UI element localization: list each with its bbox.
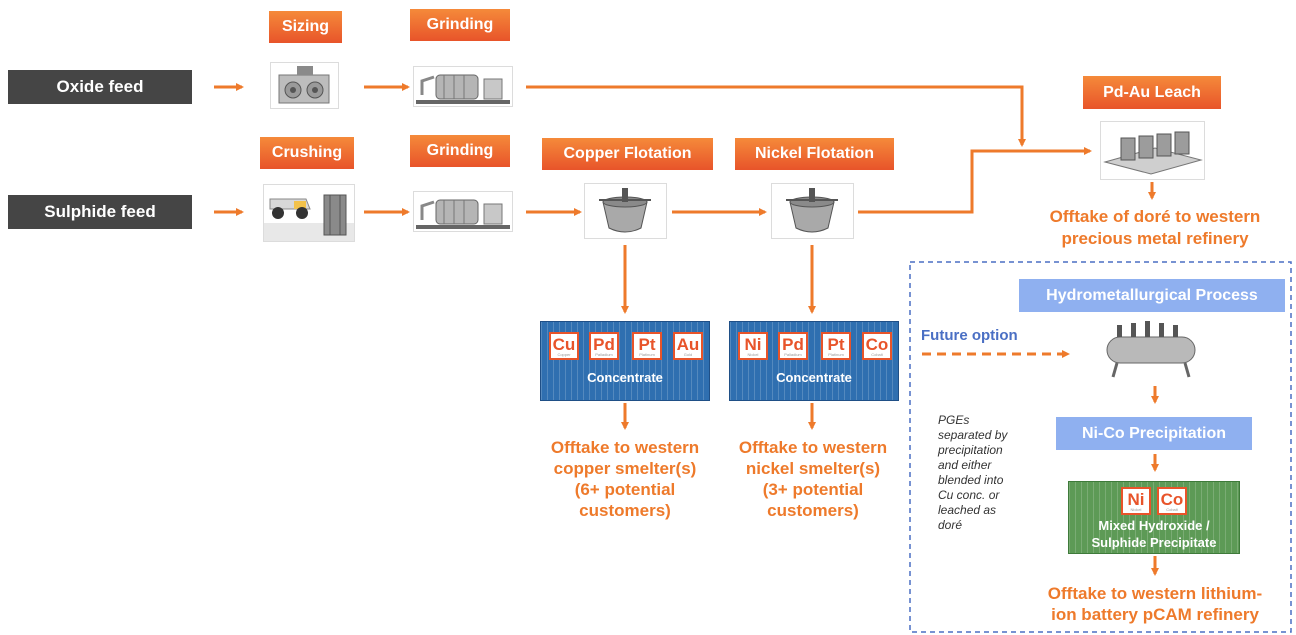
lithium-offtake-text: Offtake to western lithium-ion battery p…	[1047, 584, 1263, 624]
future-option-label: Future option	[921, 327, 1018, 344]
haul-truck-icon	[264, 194, 354, 241]
crushing-label: Crushing	[260, 137, 354, 169]
hydromet-process-box: Hydrometallurgical Process	[1019, 279, 1285, 312]
mhp-label-line2: Sulphide Precipitate	[1091, 535, 1217, 550]
leach-tanks-icon	[1103, 131, 1203, 175]
flotation-cell-icon	[786, 188, 838, 233]
nickel-flotation-label: Nickel Flotation	[735, 138, 894, 170]
grinding-sulphide-label: Grinding	[410, 135, 510, 167]
leach-tanks-image	[1100, 121, 1205, 180]
copper-flotation-cell-image	[584, 183, 667, 239]
grinding-mill-icon	[416, 199, 510, 229]
nico-precipitation-box: Ni-Co Precipitation	[1056, 417, 1252, 450]
sizing-label: Sizing	[269, 11, 342, 43]
flotation-cell-icon	[599, 188, 651, 233]
nickel-flotation-cell-image	[771, 183, 854, 239]
grinding-mill-sulphide-image	[413, 191, 513, 232]
sizing-screen-icon	[278, 66, 330, 104]
future-option-dashed-border	[909, 261, 1292, 633]
sizing-screen-image	[270, 62, 339, 109]
autoclave-icon	[1106, 321, 1196, 378]
nickel-concentrate-label: Concentrate	[776, 370, 852, 385]
grinding-oxide-label: Grinding	[410, 9, 510, 41]
pd-au-leach-label: Pd-Au Leach	[1083, 76, 1221, 109]
sulphide-feed-box: Sulphide feed	[8, 195, 192, 229]
copper-concentrate-label: Concentrate	[587, 370, 663, 385]
grinding-mill-icon	[416, 74, 510, 104]
copper-flotation-label: Copper Flotation	[542, 138, 713, 170]
grinding-mill-oxide-image	[413, 66, 513, 107]
crushing-truck-image	[263, 184, 355, 242]
mhp-label-line1: Mixed Hydroxide /	[1098, 518, 1210, 533]
oxide-feed-box: Oxide feed	[8, 70, 192, 104]
hydromet-autoclave-image	[1087, 315, 1215, 385]
arrow-grinding-to-leach	[526, 85, 1026, 147]
arrow-ni-flotation-to-leach	[858, 147, 1092, 214]
